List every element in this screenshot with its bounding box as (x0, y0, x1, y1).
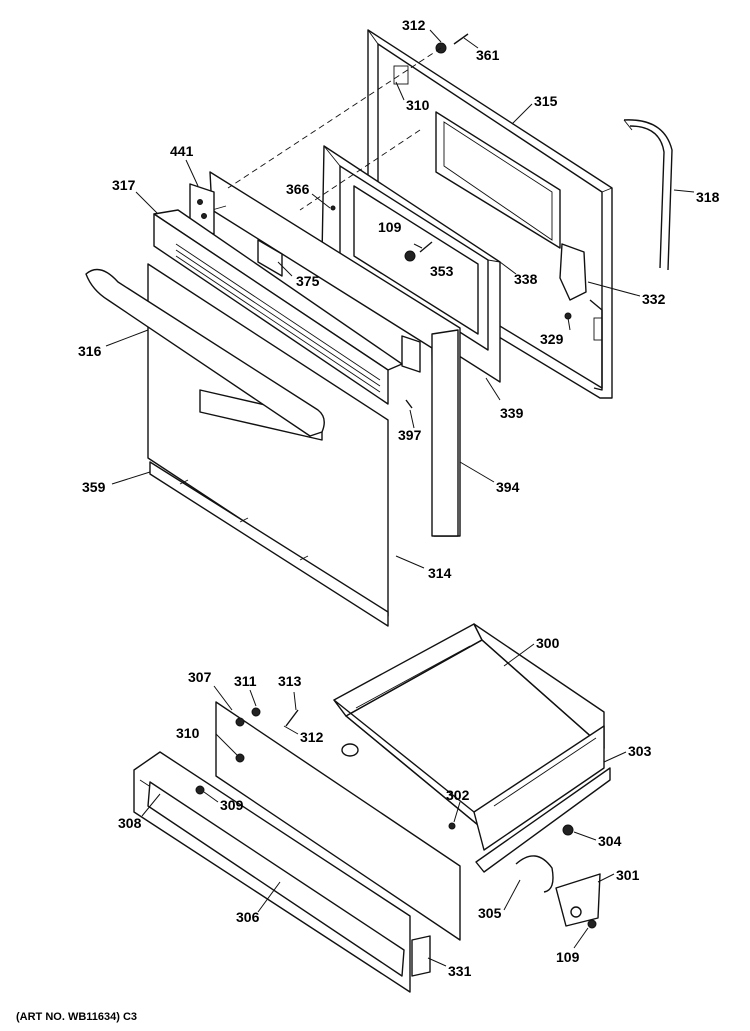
label-441: 441 (170, 143, 194, 159)
label-310-bottom: 310 (176, 725, 200, 741)
label-306: 306 (236, 909, 260, 925)
door-gasket (623, 119, 673, 271)
label-304: 304 (598, 833, 622, 849)
label-312-bottom: 312 (300, 729, 324, 745)
drawer-handle (147, 781, 405, 977)
outer-door-panel (367, 29, 613, 399)
art-number-caption: (ART NO. WB11634) C3 (16, 1011, 137, 1023)
label-310-top: 310 (406, 97, 430, 113)
label-366: 366 (286, 181, 310, 197)
drawer-front-panel (215, 701, 461, 941)
label-316: 316 (78, 343, 102, 359)
hinge-bracket (189, 183, 215, 235)
label-300: 300 (536, 635, 560, 651)
label-307: 307 (188, 669, 212, 685)
label-313: 313 (278, 673, 302, 689)
label-331: 331 (448, 963, 472, 979)
label-308: 308 (118, 815, 142, 831)
drawer-bracket (555, 873, 601, 929)
drawer-body (333, 623, 605, 851)
label-311: 311 (234, 673, 257, 689)
lower-hardware (195, 707, 456, 830)
label-109-bottom: 109 (556, 949, 580, 965)
label-361: 361 (476, 47, 500, 63)
drawer-end-bracket (411, 935, 431, 977)
label-317: 317 (112, 177, 136, 193)
label-315: 315 (534, 93, 558, 109)
label-301: 301 (616, 867, 640, 883)
label-359: 359 (82, 479, 106, 495)
label-353: 353 (430, 263, 454, 279)
door-bottom-trim (149, 461, 389, 627)
label-397: 397 (398, 427, 422, 443)
label-303: 303 (628, 743, 652, 759)
label-312-top: 312 (402, 17, 426, 33)
label-109-top: 109 (378, 219, 402, 235)
label-309: 309 (220, 797, 244, 813)
label-338: 338 (514, 271, 538, 287)
spring-clip (515, 855, 554, 893)
label-339: 339 (500, 405, 524, 421)
leader-lines (105, 29, 695, 967)
label-318: 318 (696, 189, 720, 205)
label-305: 305 (478, 905, 502, 921)
label-394: 394 (496, 479, 520, 495)
label-332: 332 (642, 291, 666, 307)
label-375: 375 (296, 273, 320, 289)
door-handle (85, 268, 325, 437)
control-panel (153, 209, 403, 405)
door-frame (209, 171, 461, 537)
drawer-rail (475, 767, 611, 873)
label-302: 302 (446, 787, 470, 803)
label-314: 314 (428, 565, 452, 581)
label-329: 329 (540, 331, 564, 347)
part-labels: 312 361 310 315 318 441 317 366 109 353 … (78, 17, 720, 979)
